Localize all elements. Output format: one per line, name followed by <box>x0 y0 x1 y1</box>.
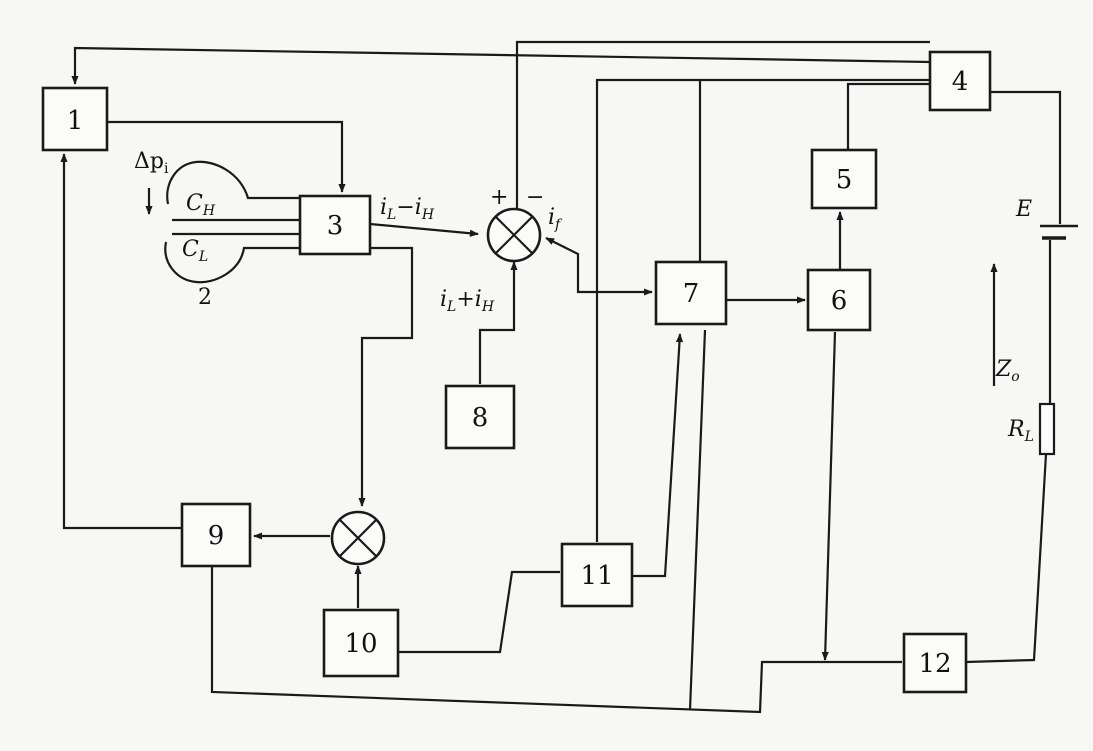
block-12-label: 12 <box>918 649 951 679</box>
wire-8-to-summer <box>478 261 518 384</box>
capacitive-sensor <box>164 160 300 284</box>
block-8-label: 8 <box>472 403 489 433</box>
cap-high-label: CH <box>186 191 216 219</box>
wire-7-down <box>688 329 707 711</box>
block-9: 9 <box>180 502 252 568</box>
summing-junction <box>486 207 542 263</box>
cap-low-label: CL <box>182 237 208 265</box>
load-resistor <box>1038 402 1056 456</box>
sensor-number: 2 <box>198 285 212 310</box>
block-6: 6 <box>806 268 872 332</box>
block-7: 7 <box>654 260 728 326</box>
wire-3-to-summer <box>369 222 479 237</box>
block-5-label: 5 <box>836 165 853 195</box>
impedance-label: Zo <box>995 357 1020 385</box>
block-8: 8 <box>444 384 516 450</box>
block-10-label: 10 <box>344 629 377 659</box>
block-3-label: 3 <box>327 211 344 241</box>
summer-minus-sign: − <box>526 185 544 210</box>
wire-6-to-12 <box>821 331 837 661</box>
block-10: 10 <box>322 608 400 678</box>
block-12: 12 <box>902 632 968 694</box>
feedback-current-label: if <box>548 205 563 233</box>
wire-11-to-7 <box>632 333 684 578</box>
wire-4-to-battery <box>990 90 1062 224</box>
battery-label: E <box>1015 197 1032 222</box>
block-1-label: 1 <box>67 106 84 136</box>
wire-9-to-1 <box>60 153 182 530</box>
pressure-label: Δpi <box>134 149 169 177</box>
wire-10-to-11 <box>398 570 560 654</box>
wire-summer-to-7 <box>545 237 653 296</box>
block-4: 4 <box>928 50 992 112</box>
block-1: 1 <box>41 86 109 152</box>
block-7-label: 7 <box>683 279 700 309</box>
block-3: 3 <box>298 194 372 256</box>
block-6-label: 6 <box>831 286 848 316</box>
multiplier-junction <box>330 510 386 566</box>
wire-3-to-multiplier <box>358 246 414 507</box>
wire-load-to-12 <box>965 453 1048 664</box>
wire-5-rail <box>846 82 930 150</box>
block-11: 11 <box>560 542 634 608</box>
summer-plus-sign: + <box>490 185 508 210</box>
block-9-label: 9 <box>208 521 225 551</box>
wire-11-up <box>595 78 612 542</box>
block-5: 5 <box>810 148 878 210</box>
load-label: RL <box>1007 417 1034 445</box>
wire-9-to-12 <box>210 566 902 714</box>
sum-current-label: iL+iH <box>440 287 495 315</box>
wire-1-to-3 <box>108 120 346 193</box>
block-4-label: 4 <box>952 67 969 97</box>
sensor-lower-lobe <box>164 241 300 284</box>
wire-4-to-1 <box>71 46 931 85</box>
wire-summer-top-rail <box>515 40 930 212</box>
diff-current-label: iL−iH <box>380 195 435 223</box>
sensor-upper-lobe <box>166 160 300 205</box>
block-11-label: 11 <box>580 561 613 591</box>
